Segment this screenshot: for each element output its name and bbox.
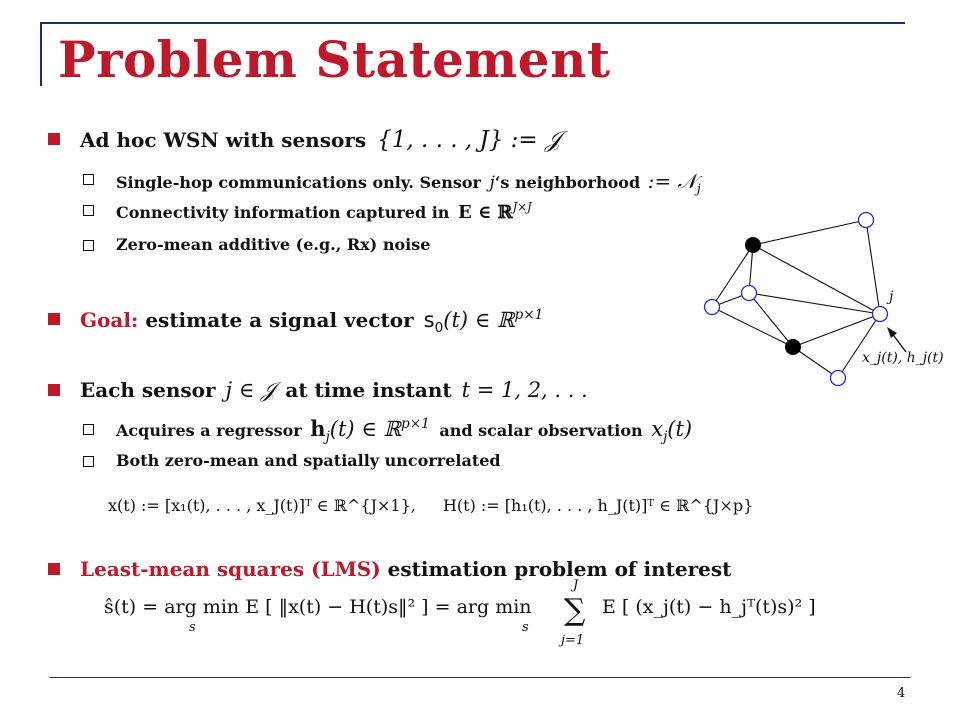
graph-node-filled (785, 339, 801, 355)
time-instant-math: t = 1, 2, . . . (461, 378, 588, 402)
observation-math-x: x (651, 417, 664, 441)
bullet-lms: Least-mean squares (LMS) estimation prob… (80, 557, 731, 581)
lms-eq-rhs: E [ (x_j(t) − h_jᵀ(t)s)² ] (602, 596, 816, 618)
equation-x-definition: x(t) := [x₁(t), . . . , x_J(t)]ᵀ ∈ ℝ^{J×… (108, 496, 416, 515)
graph-node-j (871, 305, 889, 323)
goal-math-rest: (t) ∈ ℝ (443, 308, 515, 332)
bullet-wsn-text: Ad hoc WSN with sensors (80, 128, 367, 152)
bullet-goal: Goal: estimate a signal vector s0(t) ∈ ℝ… (80, 307, 543, 336)
graph-edge (792, 313, 881, 348)
lms-label: Least-mean squares (LMS) (80, 557, 381, 581)
graph-edge (752, 244, 881, 315)
checkbox-bullet-icon (83, 174, 94, 185)
frame-bottom-rule (50, 677, 910, 678)
graph-node-hollow (740, 284, 758, 302)
sum-sigma-icon: ∑ (564, 593, 586, 628)
each-sensor-text: Each sensor (80, 378, 216, 402)
graph-edge (711, 306, 794, 348)
observation-math-sub: j (663, 429, 668, 446)
bullet-square-icon (48, 563, 60, 575)
lms-eq-lhs: ŝ(t) = arg min (104, 596, 240, 618)
connectivity-math-sup: J×J (512, 200, 532, 214)
time-instant-text: at time instant (285, 378, 452, 402)
neighborhood-math: := 𝒩 (647, 169, 697, 193)
regressor-math-h: h (310, 416, 326, 441)
bullet-square-icon (48, 313, 60, 325)
sensor-j-math: j (489, 173, 495, 193)
equation-lms: ŝ(t) = arg min E [ ‖x(t) − H(t)s‖² ] = a… (104, 596, 532, 618)
bullet-each-sensor: Each sensor j ∈ 𝒥 at time instant t = 1,… (80, 378, 588, 403)
sub-bullet-connectivity-text: Connectivity information captured in (116, 203, 450, 222)
graph-nodes (703, 211, 889, 387)
observation-math-rest: (t) (667, 417, 693, 441)
lms-eq-mid: E [ ‖x(t) − H(t)s‖² ] = arg min (245, 596, 532, 618)
goal-math-sub: 0 (434, 320, 444, 337)
lms-eq-sum-top: J (573, 578, 579, 593)
checkbox-bullet-icon (83, 205, 94, 216)
bullet-wsn-math: {1, . . . , J} := 𝒥 (377, 127, 561, 153)
slide-title: Problem Statement (58, 30, 611, 89)
arrow-head-icon (887, 327, 897, 338)
goal-label: Goal: (80, 308, 139, 332)
graph-arrow (887, 327, 907, 353)
graph-edge (752, 219, 867, 246)
graph-node-hollow (857, 211, 875, 229)
lms-eq-under2: s (522, 620, 529, 635)
page-number: 4 (897, 686, 906, 701)
graph-node-hollow (829, 369, 847, 387)
graph-node-filled (745, 237, 761, 253)
bullet-wsn: Ad hoc WSN with sensors {1, . . . , J} :… (80, 127, 561, 153)
graph-node-hollow (703, 298, 721, 316)
sub-bullet-noise: Zero-mean additive (e.g., Rx) noise (116, 235, 431, 254)
lms-eq-under1: s (189, 620, 196, 635)
equation-h-definition: H(t) := [h₁(t), . . . , h_J(t)]ᵀ ∈ ℝ^{J×… (442, 496, 754, 515)
graph-edge (865, 219, 881, 315)
neighborhood-text: ‘s neighborhood (494, 173, 641, 192)
sub-bullet-regressor: Acquires a regressor hj(t) ∈ ℝp×1 and sc… (116, 416, 692, 445)
graph-arrow-label: x_j(t), h_j(t) (862, 350, 944, 366)
observation-text: and scalar observation (439, 421, 643, 440)
sub-bullet-singlehop-text: Single-hop communications only. Sensor (116, 173, 481, 192)
sub-bullet-uncorrelated: Both zero-mean and spatially uncorrelate… (116, 451, 501, 470)
checkbox-bullet-icon (83, 424, 94, 435)
regressor-text: Acquires a regressor (116, 421, 302, 440)
frame-left-rule (40, 22, 42, 86)
goal-math-s: s (423, 308, 435, 332)
graph-edge (837, 313, 881, 379)
graph-edge (748, 292, 794, 348)
checkbox-bullet-icon (83, 240, 94, 251)
graph-edge (748, 292, 881, 315)
sub-bullet-connectivity: Connectivity information captured in E ∈… (116, 200, 532, 223)
connectivity-math: E ∈ ℝ (458, 202, 513, 223)
sub-bullet-singlehop: Single-hop communications only. Sensor j… (116, 169, 701, 197)
checkbox-bullet-icon (83, 456, 94, 467)
lms-eq-sum-bottom: j=1 (561, 633, 585, 648)
graph-edges (711, 219, 881, 379)
goal-math-sup: p×1 (514, 307, 544, 323)
neighborhood-math-sub: j (696, 182, 701, 197)
bullet-square-icon (48, 384, 60, 396)
graph-node-j-label: j (886, 289, 894, 305)
lms-text: estimation problem of interest (387, 557, 732, 581)
graph-edge (711, 244, 754, 308)
goal-text: estimate a signal vector (145, 308, 414, 332)
each-sensor-math: j ∈ 𝒥 (225, 378, 276, 402)
regressor-math-sub: j (325, 429, 330, 446)
bullet-square-icon (48, 133, 60, 145)
regressor-math-rest: (t) ∈ ℝ (329, 417, 401, 441)
equation-definitions: x(t) := [x₁(t), . . . , x_J(t)]ᵀ ∈ ℝ^{J×… (108, 496, 753, 515)
graph-edge (792, 346, 839, 379)
frame-top-rule (40, 22, 905, 24)
regressor-math-sup: p×1 (400, 416, 430, 432)
